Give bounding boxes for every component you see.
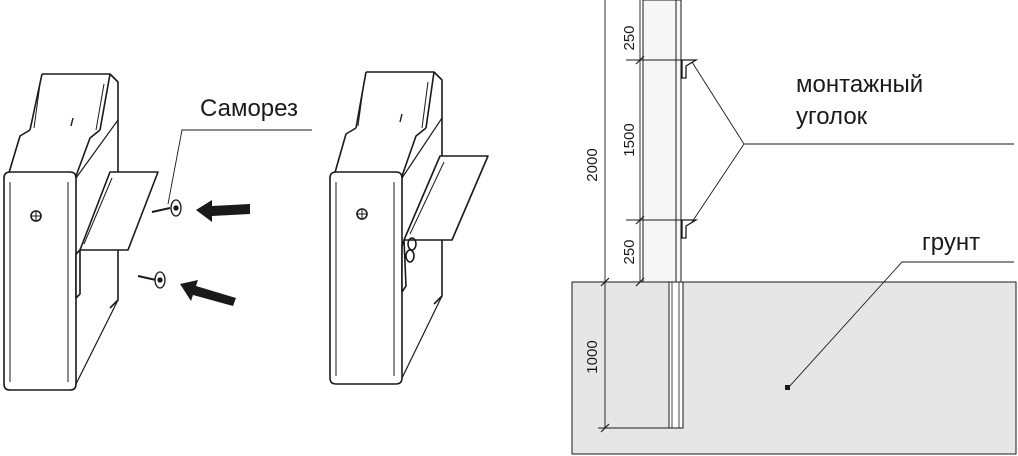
dim-middle-segment: 1500 bbox=[621, 123, 638, 156]
post-with-bracket-before bbox=[3, 73, 159, 391]
profile-right-flange bbox=[401, 127, 427, 177]
ground-block bbox=[571, 281, 1017, 455]
screw-icon bbox=[137, 271, 166, 289]
profile-left-flange bbox=[7, 129, 31, 177]
profile-back-wall bbox=[42, 73, 119, 309]
screw-label-leader bbox=[167, 129, 312, 205]
profile-back-wall bbox=[366, 71, 443, 305]
screws bbox=[137, 199, 182, 289]
mounting-angle-leg bbox=[75, 249, 81, 299]
post-with-bracket-after bbox=[329, 71, 489, 385]
screw-icon bbox=[151, 199, 182, 217]
bolt-cross-icon bbox=[357, 209, 367, 219]
mounting-angle-flange bbox=[79, 171, 159, 251]
profile-mark bbox=[399, 113, 403, 123]
profile-side-depth bbox=[401, 117, 443, 379]
dim-bottom-segment: 250 bbox=[621, 239, 638, 264]
fence-post-elevation bbox=[642, 0, 684, 429]
ground-leader-dot bbox=[785, 385, 790, 390]
screw-label: Саморез bbox=[200, 95, 298, 122]
mounting-angles-elevation bbox=[681, 59, 699, 239]
profile-left-flange bbox=[333, 127, 357, 177]
mounting-angle-flange bbox=[403, 155, 489, 241]
dim-top-segment: 250 bbox=[621, 25, 638, 50]
profile-side-depth bbox=[75, 119, 119, 385]
mounting-angle-bend bbox=[83, 177, 113, 245]
profile-right-flange bbox=[75, 129, 101, 177]
mounting-angle-bend bbox=[409, 161, 445, 235]
dim-depth: 1000 bbox=[584, 340, 601, 373]
arrow-right-icon bbox=[196, 200, 250, 222]
dim-total-height: 2000 bbox=[584, 148, 601, 181]
profile-front-face bbox=[329, 171, 403, 385]
mounting-angle-leaders bbox=[691, 61, 1014, 223]
mounting-angle-leg bbox=[401, 239, 407, 293]
profile-top-rim bbox=[29, 73, 111, 131]
profile-mark bbox=[70, 117, 74, 127]
profile-front-face bbox=[3, 171, 77, 391]
profile-groove bbox=[357, 81, 429, 129]
insert-arrows bbox=[180, 200, 250, 306]
arrow-right-icon bbox=[180, 280, 236, 306]
ground-leader bbox=[787, 261, 1014, 389]
mounting-angle-label-line1: монтажный bbox=[796, 71, 923, 98]
mounting-angle-bottom bbox=[681, 219, 699, 239]
profile-groove bbox=[33, 83, 105, 131]
dimension-ticks bbox=[600, 55, 645, 433]
screw-head-icon bbox=[405, 249, 415, 263]
mounting-angle-label-line2: уголок bbox=[796, 103, 868, 130]
bolt-cross-icon bbox=[31, 211, 41, 221]
ground-label: грунт bbox=[922, 229, 980, 256]
dimension-lines bbox=[598, 0, 692, 433]
profile-top-rim bbox=[355, 71, 435, 129]
mounting-angle-top bbox=[681, 59, 699, 79]
